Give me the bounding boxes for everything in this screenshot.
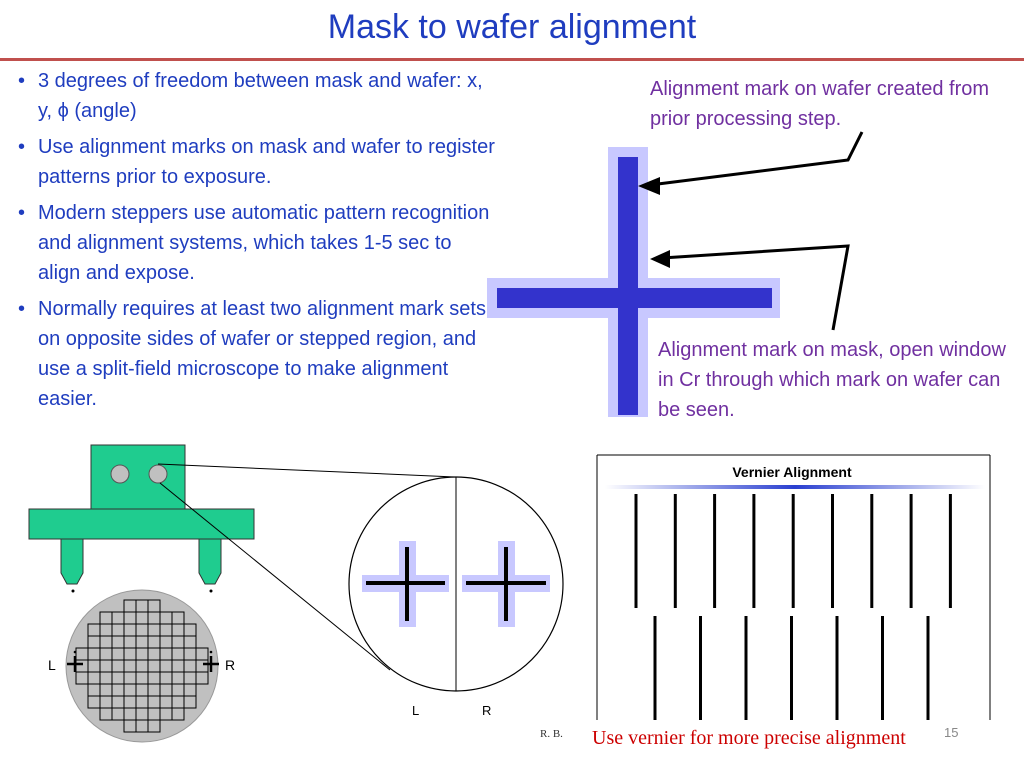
mask-mark-annotation: Alignment mark on mask, open window in C…	[658, 339, 1006, 421]
dot-marker	[209, 650, 213, 654]
stage-leg-right	[198, 538, 222, 585]
die-cell	[183, 695, 197, 709]
bullet-item: • Normally requires at least two alignmen…	[18, 294, 498, 414]
wafer-diagram: L R	[48, 589, 235, 743]
wafer-disc	[65, 589, 219, 743]
split-field-view: L R	[157, 463, 564, 718]
dot-marker	[73, 650, 77, 654]
wafer-callout-line	[649, 131, 864, 187]
wafer-mark-vertical	[618, 157, 638, 415]
arrowhead-icon	[650, 250, 670, 268]
wafer-mark-horizontal	[497, 288, 772, 308]
vernier-title: Vernier Alignment	[732, 464, 852, 480]
page-number: 15	[944, 725, 959, 740]
bullet-text: 3 degrees of freedom between mask and wa…	[38, 70, 483, 122]
title-divider	[0, 58, 1024, 61]
dot-marker	[71, 589, 75, 593]
stage-head	[90, 444, 186, 510]
die-cell	[147, 719, 161, 733]
bullet-item: • 3 degrees of freedom between mask and w…	[18, 66, 498, 126]
bullet-icon: •	[18, 136, 26, 158]
author-initials: R. B.	[540, 728, 563, 740]
wafer-mark-annotation: Alignment mark on wafer created from pri…	[650, 78, 990, 130]
bullet-text: Normally requires at least two alignment…	[38, 298, 486, 410]
die-cell	[171, 707, 185, 721]
die-cell	[195, 671, 209, 685]
callout-arrows	[638, 131, 864, 331]
stepper-stage	[28, 444, 255, 593]
bullet-icon: •	[18, 202, 26, 224]
alignment-cross-diagram	[487, 147, 780, 417]
slide-title: Mask to wafer alignment	[327, 8, 697, 46]
stage-leg-left	[60, 538, 84, 585]
bullet-icon: •	[18, 70, 26, 92]
wafer-right-label: R	[225, 657, 235, 673]
die-grid	[75, 599, 209, 733]
arrowhead-icon	[638, 177, 660, 195]
vernier-lower-scale	[653, 616, 930, 720]
bullet-text: Use alignment marks on mask and wafer to…	[38, 136, 495, 188]
bullet-list: • 3 degrees of freedom between mask and w…	[18, 66, 498, 420]
bullet-text: Modern steppers use automatic pattern re…	[38, 202, 490, 284]
objective-lens-right	[148, 464, 168, 484]
vernier-upper-scale	[634, 494, 952, 608]
dot-marker	[209, 589, 213, 593]
vernier-panel: Vernier Alignment	[596, 454, 991, 720]
mask-callout-line	[661, 244, 850, 331]
zoom-line-top	[157, 463, 456, 478]
microscope-left-label: L	[412, 703, 419, 718]
vernier-caption: Use vernier for more precise alignment	[592, 727, 906, 749]
bullet-icon: •	[18, 298, 26, 320]
microscope-right-label: R	[482, 703, 491, 718]
zoom-line-bottom	[159, 482, 391, 671]
bullet-item: • Use alignment marks on mask and wafer t…	[18, 132, 498, 192]
bullet-item: • Modern steppers use automatic pattern r…	[18, 198, 498, 288]
objective-lens-left	[110, 464, 130, 484]
wafer-left-label: L	[48, 657, 56, 673]
vernier-header-bar	[605, 485, 985, 489]
stage-base	[28, 508, 255, 540]
